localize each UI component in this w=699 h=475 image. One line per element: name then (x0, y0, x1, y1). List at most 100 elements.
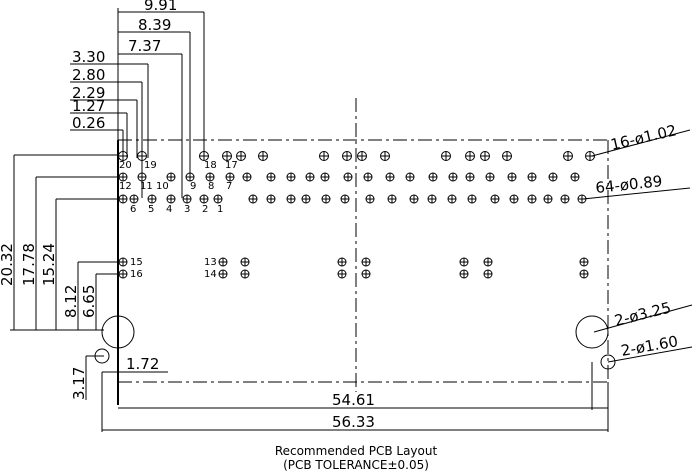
pad (579, 257, 589, 267)
pad (166, 172, 176, 182)
pad (459, 257, 469, 267)
dim-0-26: 0.26 (72, 114, 105, 132)
mount-hole-right (575, 315, 609, 349)
pad (129, 194, 139, 204)
dim-17-78: 17.78 (20, 243, 38, 286)
pad (182, 194, 192, 204)
pin-label: 13 (204, 257, 217, 268)
pin-label: 15 (130, 257, 143, 268)
pad (441, 151, 451, 161)
pad (563, 151, 573, 161)
pad (502, 151, 512, 161)
locator-hole-right (600, 354, 616, 370)
pad (240, 269, 250, 279)
pad (409, 194, 419, 204)
dim-1-27: 1.27 (72, 97, 105, 115)
dim-2-29: 2.29 (72, 84, 105, 102)
pad (385, 172, 395, 182)
pad (577, 194, 587, 204)
dim-2-80: 2.80 (72, 66, 105, 84)
pin-label: 4 (166, 204, 172, 215)
pad (218, 269, 228, 279)
pad (428, 172, 438, 182)
pin-label: 2 (202, 204, 208, 215)
pad (427, 194, 437, 204)
pad (319, 151, 329, 161)
pad (485, 172, 495, 182)
pad (570, 172, 580, 182)
pad (337, 257, 347, 267)
pin-label: 8 (208, 181, 214, 192)
left-dimensions: 20.32 17.78 15.24 8.12 6.65 3.17 (0, 154, 118, 400)
pad (213, 194, 223, 204)
dim-15-24: 15.24 (40, 243, 58, 286)
pad (240, 257, 250, 267)
pad (337, 269, 347, 279)
pad (527, 172, 537, 182)
pad (340, 194, 350, 204)
pad-array (118, 151, 595, 279)
pin-label: 16 (130, 269, 143, 280)
pad (507, 172, 517, 182)
dim-20-32: 20.32 (0, 243, 16, 286)
pin-label: 9 (190, 181, 196, 192)
pad (467, 194, 477, 204)
dim-56-33: 56.33 (332, 413, 375, 431)
caption-tolerance: (PCB TOLERANCE±0.05) (283, 458, 429, 472)
pad (286, 172, 296, 182)
pad (361, 269, 371, 279)
callout-64-holes: 64-ø0.89 (595, 172, 664, 197)
pin-label: 1 (217, 204, 223, 215)
callout-16-holes: 16-ø1.02 (609, 121, 678, 154)
pad (363, 172, 373, 182)
mount-hole-left (101, 315, 135, 349)
pad (199, 194, 209, 204)
pad (225, 172, 235, 182)
pad (118, 194, 128, 204)
pin-label: 11 (140, 181, 153, 192)
pad (361, 257, 371, 267)
pad (579, 269, 589, 279)
pin-label: 12 (119, 181, 132, 192)
pad (166, 194, 176, 204)
dim-6-65: 6.65 (80, 285, 98, 318)
pad (222, 151, 232, 161)
pad (357, 151, 367, 161)
pin-label: 5 (148, 204, 154, 215)
pin-label: 10 (156, 181, 169, 192)
pad (342, 151, 352, 161)
pad (218, 257, 228, 267)
pad (301, 194, 311, 204)
pin-label: 19 (144, 160, 157, 171)
pad (266, 194, 276, 204)
pad (380, 151, 390, 161)
callout-mount-holes: 2-ø3.25 (613, 298, 673, 329)
caption-title: Recommended PCB Layout (275, 444, 438, 458)
dim-1-72: 1.72 (126, 355, 159, 373)
pad (465, 151, 475, 161)
pad (248, 194, 258, 204)
pad (137, 172, 147, 182)
dim-8-39: 8.39 (138, 16, 171, 34)
pad (118, 151, 128, 161)
pad (118, 257, 128, 267)
pad (543, 194, 553, 204)
pad (266, 172, 276, 182)
pad (321, 194, 331, 204)
board-outline (117, 98, 609, 405)
locator-hole-left (94, 348, 110, 364)
bottom-dimensions: 1.72 54.61 56.33 (101, 355, 609, 432)
pin-label: 17 (225, 160, 238, 171)
pin-label: 3 (184, 204, 190, 215)
dim-8-12: 8.12 (62, 285, 80, 318)
top-dimensions: 9.91 8.39 7.37 3.30 2.80 2.29 1.27 0.26 (70, 0, 205, 198)
pad (480, 151, 490, 161)
pin-labels: 20 19 18 17 12 11 10 9 8 7 6 5 4 3 2 1 1… (119, 160, 238, 280)
mounting-holes (94, 315, 616, 370)
pad (118, 269, 128, 279)
pad (199, 151, 209, 161)
pad (305, 172, 315, 182)
pad (387, 194, 397, 204)
pad (118, 172, 128, 182)
